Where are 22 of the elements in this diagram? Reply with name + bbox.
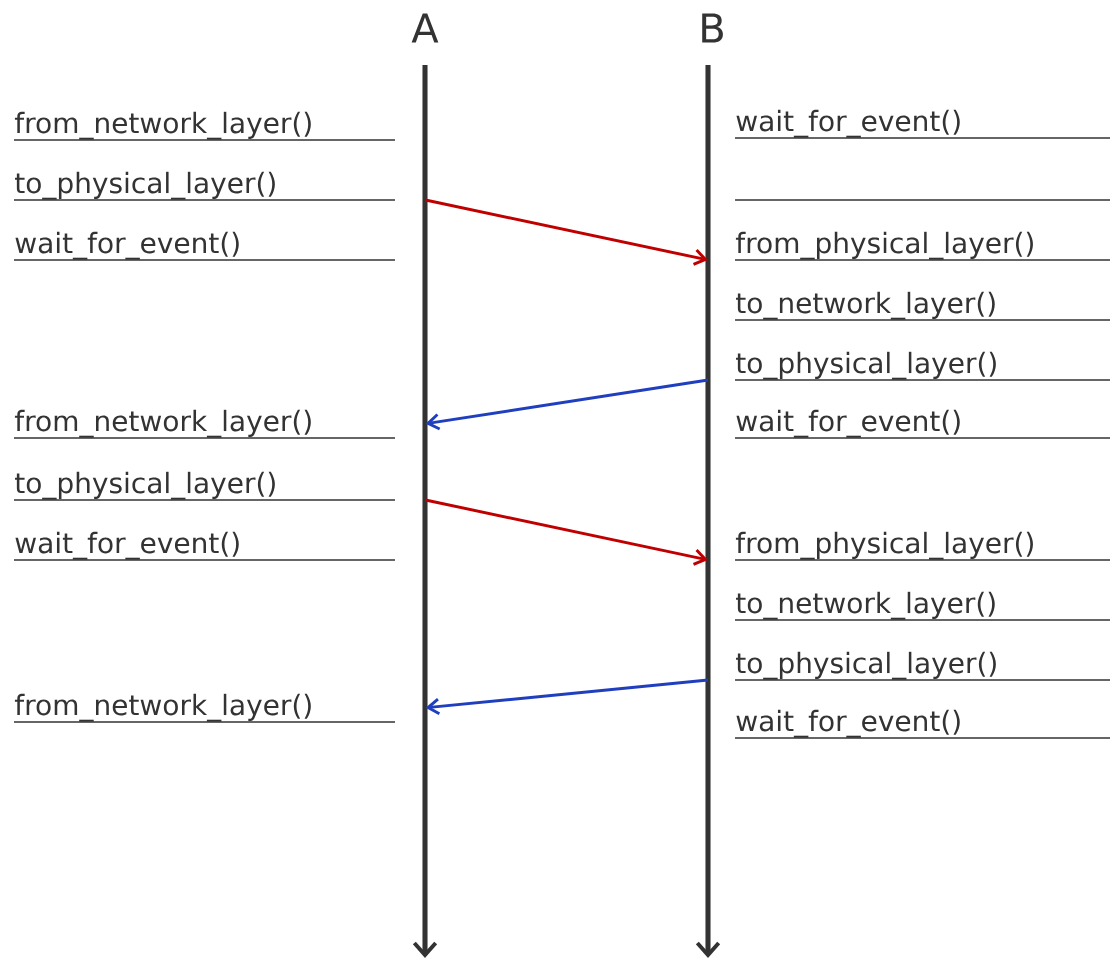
call-line: to_physical_layer() bbox=[13, 471, 396, 501]
message-arrow bbox=[425, 378, 709, 431]
call-line: from_network_layer() bbox=[13, 111, 396, 141]
call-line: to_physical_layer() bbox=[734, 351, 1111, 381]
call-line: from_network_layer() bbox=[13, 409, 396, 439]
call-line: wait_for_event() bbox=[734, 109, 1111, 139]
call-line: wait_for_event() bbox=[734, 709, 1111, 739]
call-line: to_physical_layer() bbox=[13, 171, 396, 201]
message-arrow bbox=[425, 198, 708, 266]
call-line: from_physical_layer() bbox=[734, 531, 1111, 561]
call-line: wait_for_event() bbox=[734, 409, 1111, 439]
call-line: wait_for_event() bbox=[13, 531, 396, 561]
call-line: to_network_layer() bbox=[734, 291, 1111, 321]
message-arrow bbox=[425, 498, 708, 566]
call-line: from_network_layer() bbox=[13, 693, 396, 723]
call-line: from_physical_layer() bbox=[734, 231, 1111, 261]
column-heading: A bbox=[411, 13, 439, 43]
message-arrow bbox=[425, 678, 709, 716]
call-line: wait_for_event() bbox=[13, 231, 396, 261]
column-heading: B bbox=[702, 13, 723, 43]
call-line: to_physical_layer() bbox=[734, 651, 1111, 681]
call-line: to_network_layer() bbox=[734, 591, 1111, 621]
